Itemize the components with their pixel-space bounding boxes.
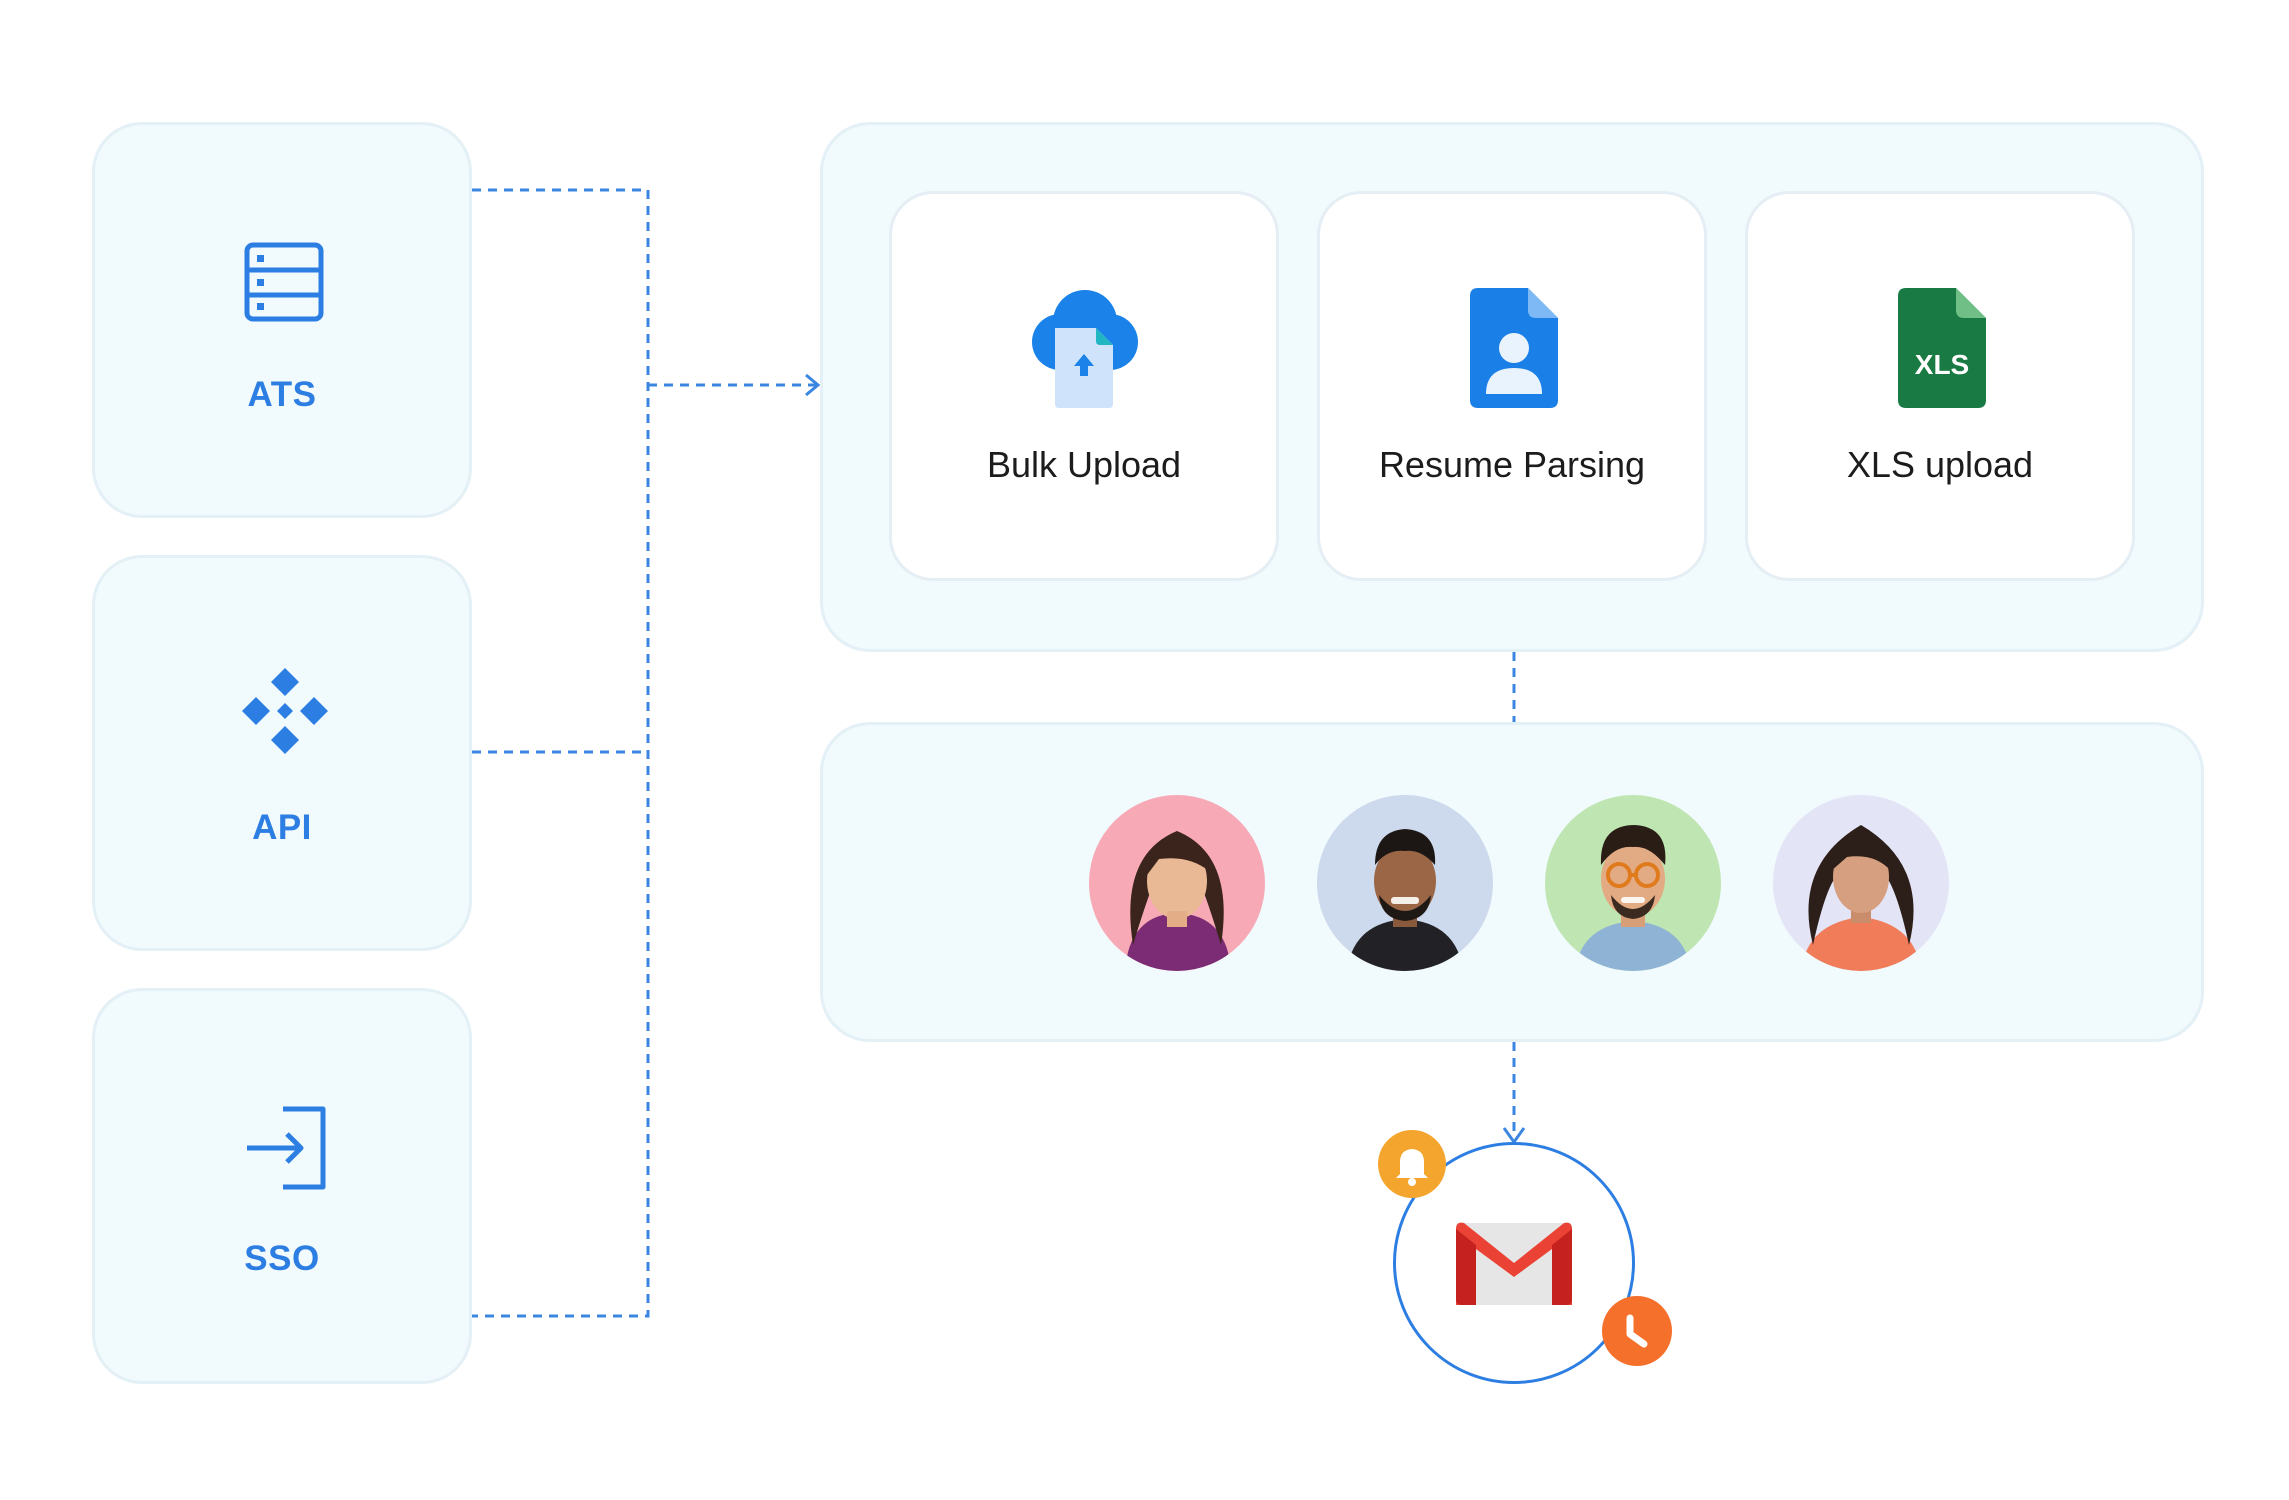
gmail-icon — [1452, 1219, 1576, 1309]
bell-icon — [1378, 1130, 1446, 1198]
source-card-ats[interactable]: ATS — [92, 122, 472, 518]
candidate-avatar-3[interactable] — [1545, 795, 1721, 971]
server-database-icon — [243, 241, 325, 323]
resume-document-icon — [1466, 286, 1562, 410]
xls-file-icon: XLS — [1894, 286, 1990, 410]
candidate-avatar-4[interactable] — [1773, 795, 1949, 971]
method-card-bulk-upload[interactable]: Bulk Upload — [889, 191, 1279, 581]
candidate-avatar-2[interactable] — [1317, 795, 1493, 971]
method-card-xls-upload[interactable]: XLS XLS upload — [1745, 191, 2135, 581]
upload-methods-panel: Bulk Upload Resume Parsing XLS XLS uploa… — [820, 122, 2204, 652]
method-label-bulk-upload: Bulk Upload — [986, 444, 1182, 485]
ats-sso-connector — [472, 188, 650, 1318]
source-card-sso[interactable]: SSO — [92, 988, 472, 1384]
cloud-upload-icon — [1030, 284, 1140, 410]
source-card-api[interactable]: API — [92, 555, 472, 951]
arrowhead-right — [805, 373, 821, 397]
source-label-sso: SSO — [244, 1239, 320, 1278]
candidate-avatar-1[interactable] — [1089, 795, 1265, 971]
source-label-ats: ATS — [247, 375, 317, 414]
clock-icon — [1602, 1296, 1672, 1366]
method-label-xls-upload: XLS upload — [1846, 444, 2034, 485]
method-label-resume-parsing: Resume Parsing — [1378, 444, 1646, 485]
method-card-resume-parsing[interactable]: Resume Parsing — [1317, 191, 1707, 581]
source-label-api: API — [252, 808, 312, 847]
api-diamond-icon — [240, 666, 330, 756]
xls-badge-text: XLS — [1915, 349, 1969, 380]
candidates-panel — [820, 722, 2204, 1042]
sign-in-icon — [243, 1105, 329, 1191]
